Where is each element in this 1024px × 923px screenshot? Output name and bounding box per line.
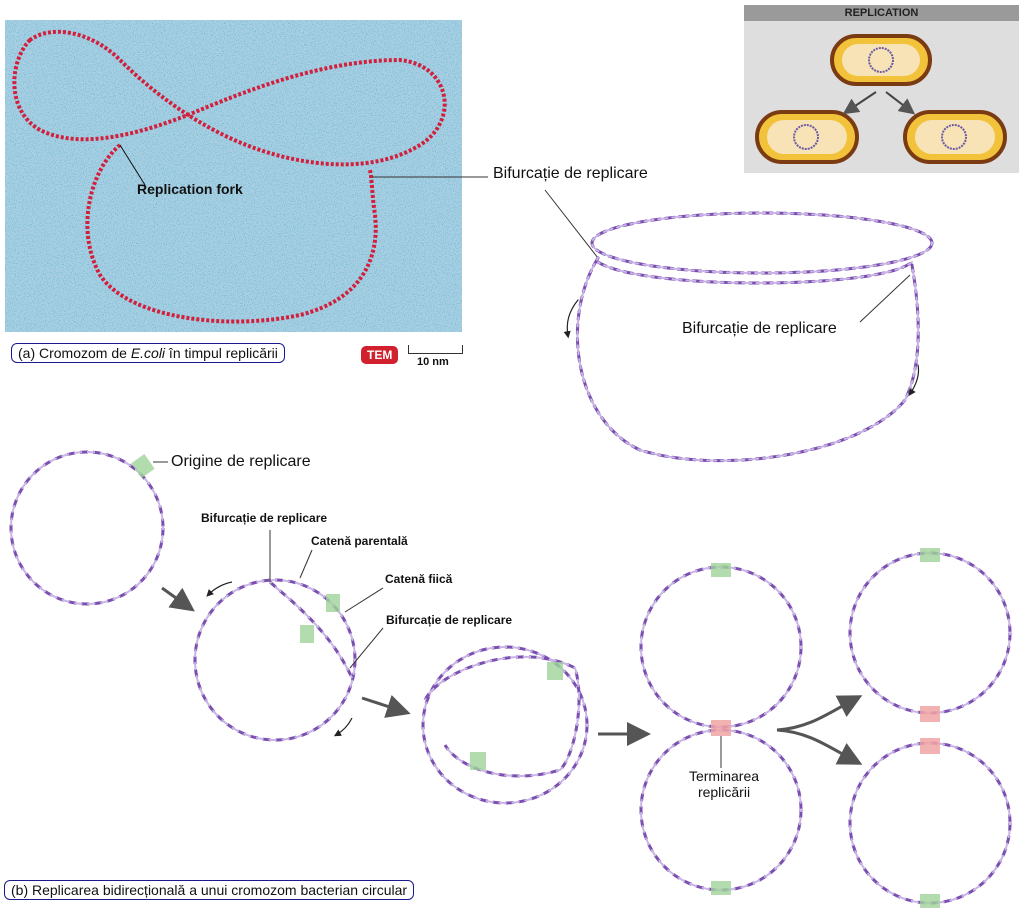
- fork-label-b: Bifurcație de replicare: [386, 613, 513, 627]
- termination-label: Terminarea replicării: [679, 768, 769, 800]
- scale-bar: [408, 345, 463, 354]
- micrograph-caption: (a) Cromozom de E.coli în timpul replică…: [11, 343, 285, 363]
- origin-marker: [131, 454, 155, 478]
- termination-marker: [711, 720, 731, 736]
- tem-badge: TEM: [361, 346, 399, 364]
- termination-label-line-1: Terminarea: [688, 768, 760, 784]
- caption-species: E.coli: [130, 345, 166, 361]
- bidirectional-sequence: [9, 450, 1012, 908]
- caption-suffix: în timpul replicării: [165, 345, 278, 361]
- bottom-caption: (b) Replicarea bidirecțională a unui cro…: [4, 880, 415, 900]
- inset-header: REPLICATION: [744, 7, 1019, 19]
- replication-inset-graphic: [744, 5, 1019, 173]
- origin-label: Origine de replicare: [171, 453, 311, 470]
- parental-strand-label: Catenă parentală: [311, 534, 408, 548]
- theta-replicating-chromosome: [563, 211, 934, 463]
- micrograph-image: [5, 20, 462, 332]
- fork-label-right: Bifurcație de replicare: [682, 320, 837, 337]
- fork-label-a: Bifurcație de replicare: [201, 511, 328, 525]
- micrograph-dna-lower: [85, 143, 378, 324]
- daughter-strand-label: Catenă fiică: [385, 572, 453, 586]
- micrograph-dna-loop: [12, 29, 447, 167]
- caption-prefix: (a) Cromozom de: [18, 345, 131, 361]
- micrograph-fork-label: Replication fork: [137, 181, 243, 197]
- fork-label-top: Bifurcație de replicare: [493, 165, 648, 182]
- scale-text: 10 nm: [417, 356, 449, 368]
- termination-label-line-2: replicării: [697, 784, 751, 800]
